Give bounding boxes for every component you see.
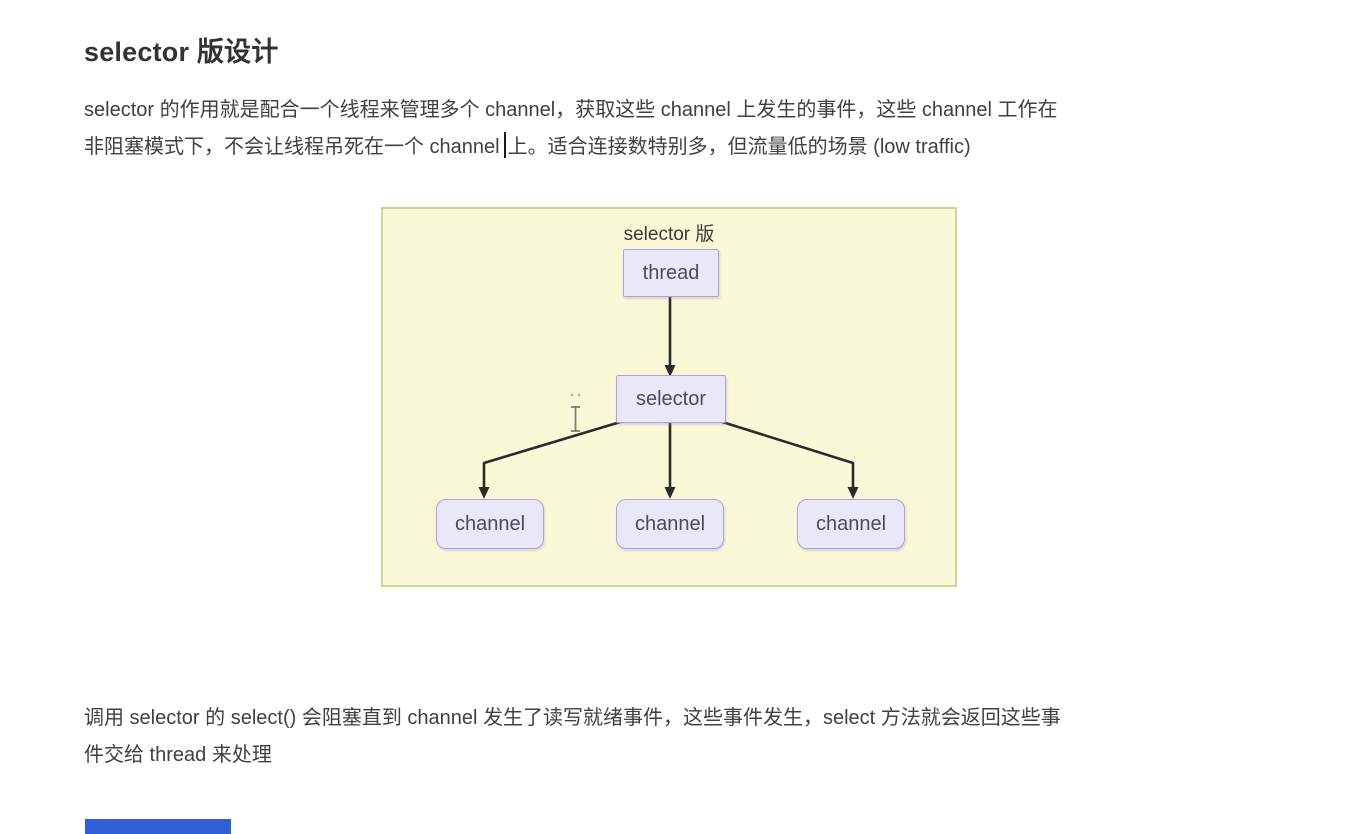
arrow-selector-to-channel-middle (664, 423, 676, 499)
paragraph-text: 件交给 thread 来处理 (84, 744, 272, 766)
node-channel-1: channel (436, 499, 544, 549)
paragraph-text: 调用 selector 的 select() 会阻塞直到 channel 发生了… (84, 707, 1061, 729)
node-selector: selector (616, 375, 726, 423)
paragraph-line: 调用 selector 的 select() 会阻塞直到 channel 发生了… (84, 700, 1061, 737)
arrow-selector-to-channel-left (478, 418, 628, 499)
diagram-title: selector 版 (623, 224, 715, 245)
text-caret (503, 132, 506, 158)
intro-paragraph: selector 的作用就是配合一个线程来管理多个 channel，获取这些 c… (84, 92, 1058, 166)
paragraph-line: 件交给 thread 来处理 (84, 737, 1061, 774)
bottom-selection-bar (85, 819, 231, 834)
ibeam-cursor-icon (570, 393, 581, 432)
paragraph-line: selector 的作用就是配合一个线程来管理多个 channel，获取这些 c… (84, 92, 1058, 129)
paragraph-text: 上。适合连接数特别多，但流量低的场景 (low traffic) (507, 136, 971, 158)
arrow-thread-to-selector (664, 297, 676, 377)
bottom-paragraph: 调用 selector 的 select() 会阻塞直到 channel 发生了… (84, 700, 1061, 774)
paragraph-text: 非阻塞模式下，不会让线程吊死在一个 channel (84, 136, 500, 158)
node-thread: thread (623, 249, 719, 297)
paragraph-text: selector 的作用就是配合一个线程来管理多个 channel，获取这些 c… (84, 99, 1058, 121)
page-title: selector 版设计 (84, 37, 279, 67)
paragraph-line: 非阻塞模式下，不会让线程吊死在一个 channel 上。适合连接数特别多，但流量低… (84, 129, 1058, 166)
node-channel-3: channel (797, 499, 905, 549)
diagram-arrows (478, 297, 859, 499)
arrow-selector-to-channel-right (715, 418, 859, 499)
node-channel-2: channel (616, 499, 724, 549)
selector-diagram: selector 版 thread selector channel chann… (381, 207, 957, 587)
